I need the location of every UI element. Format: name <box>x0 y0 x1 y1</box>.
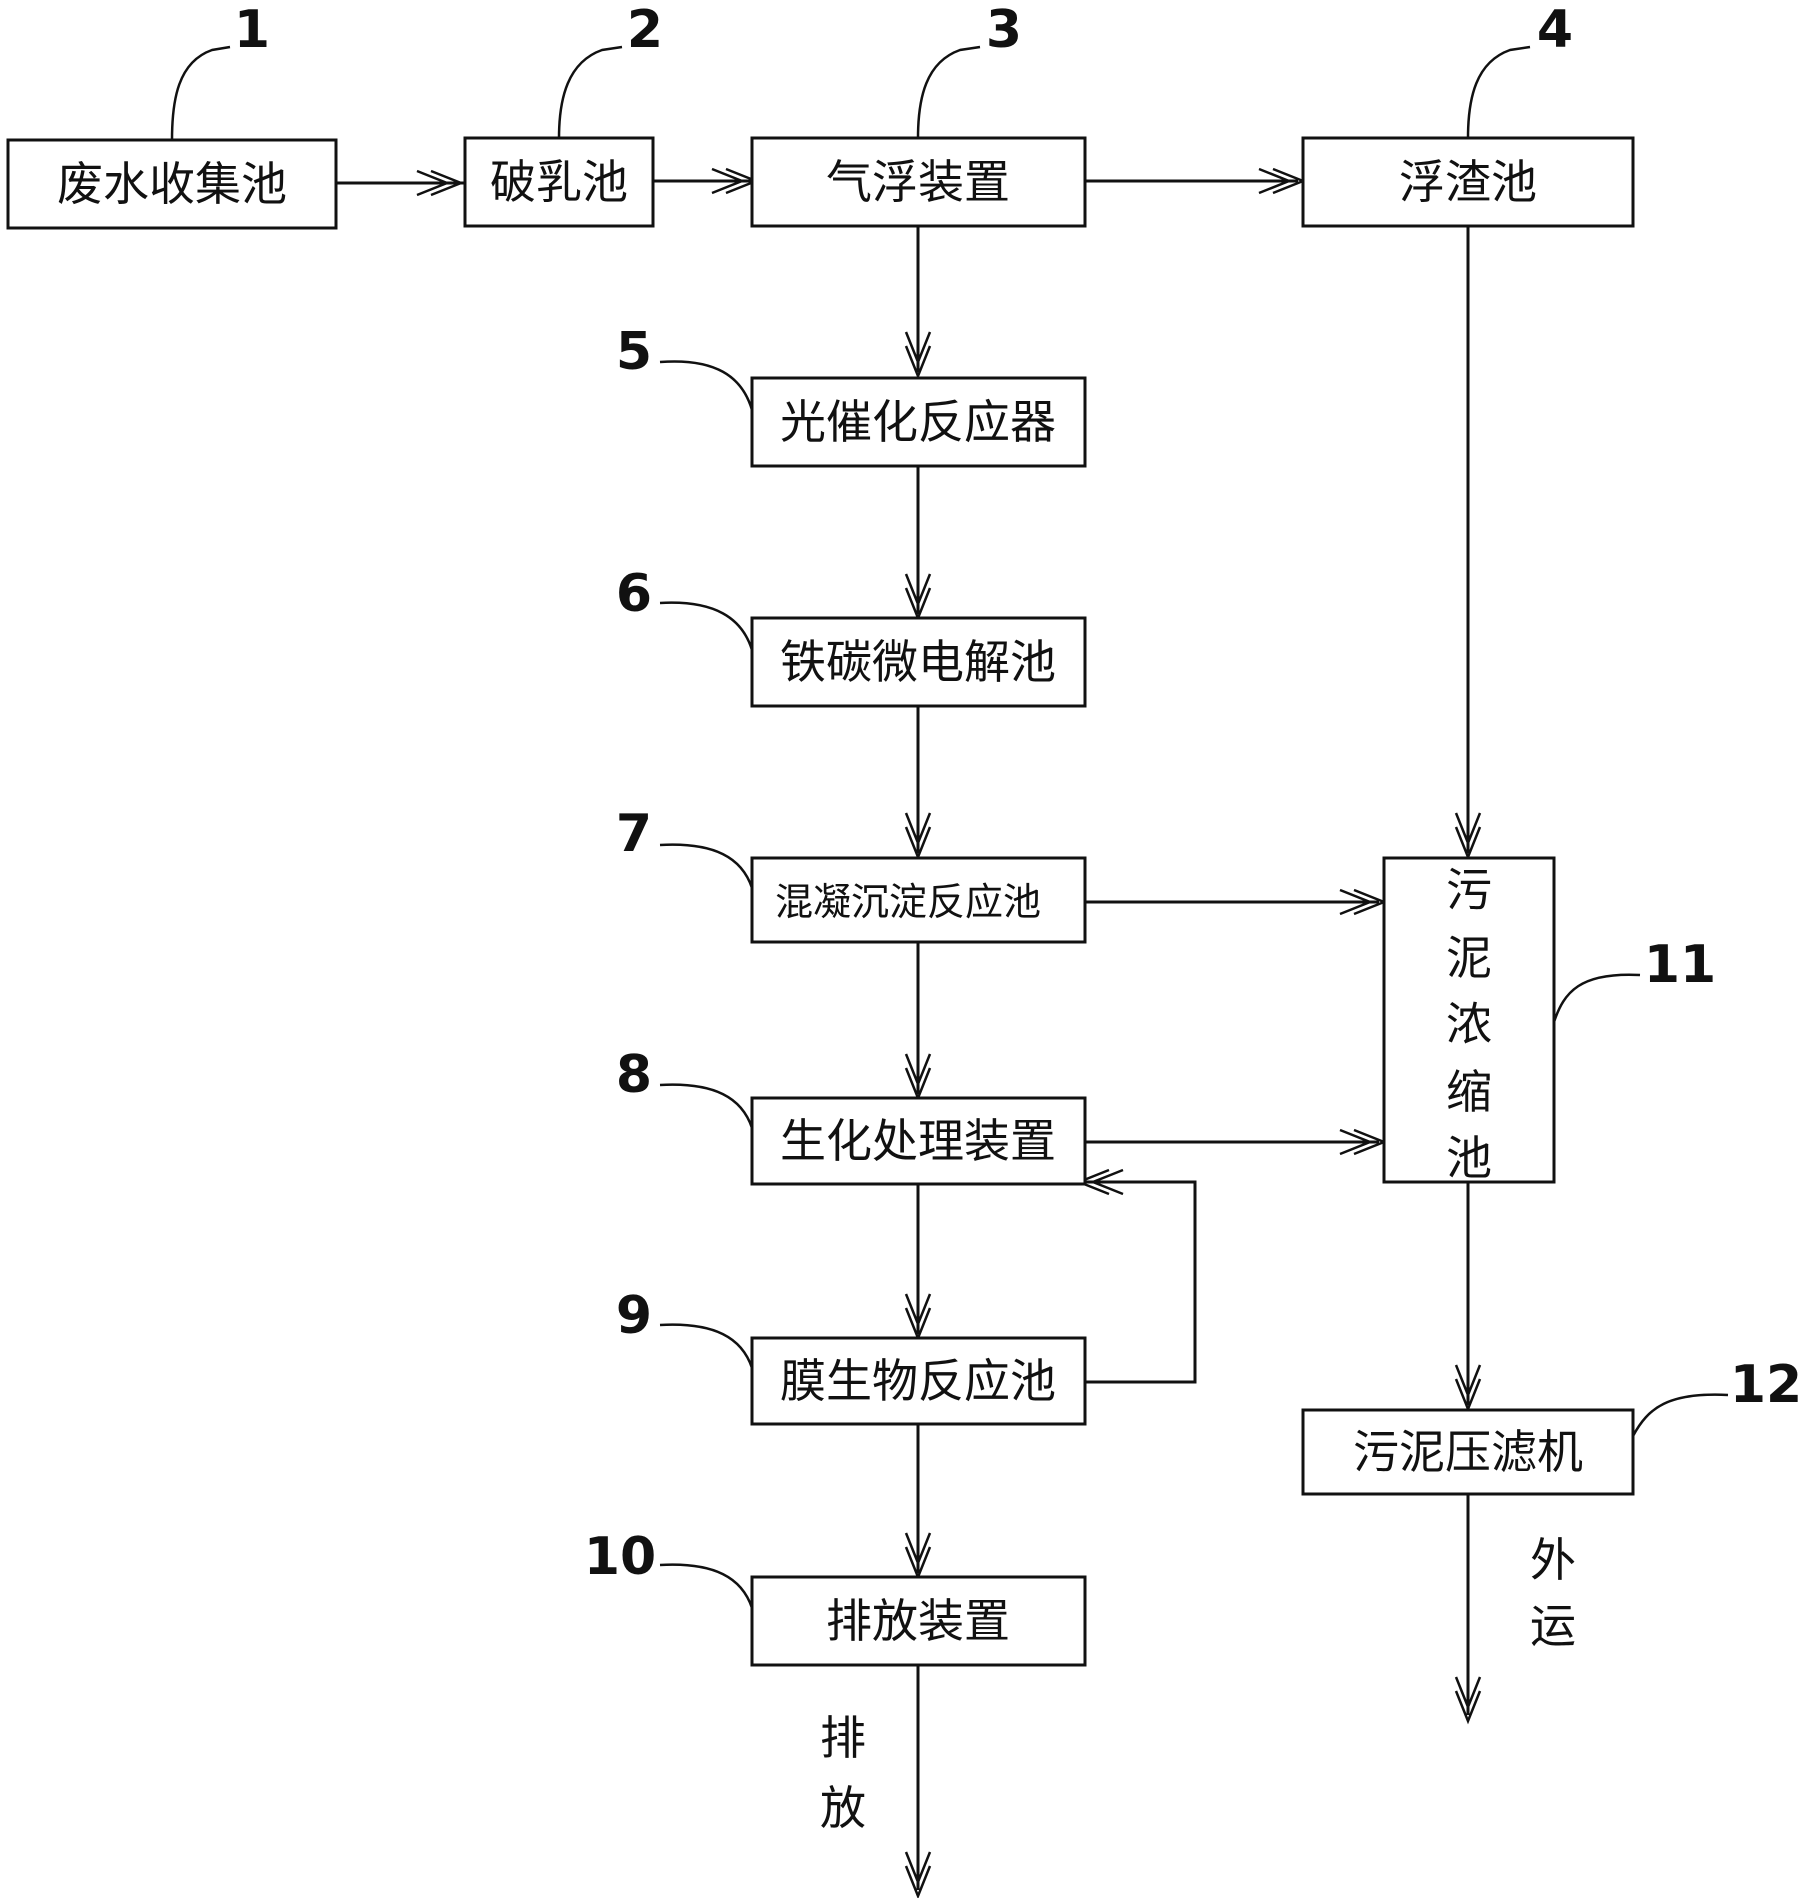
ref-number: 3 <box>986 0 1022 60</box>
box-label: 膜生物反应池 <box>780 1354 1056 1408</box>
box-label: 生化处理装置 <box>780 1114 1056 1168</box>
box-label-char: 缩 <box>1446 1065 1492 1119</box>
box-membrane-bioreactor: 膜生物反应池 <box>750 1336 1087 1426</box>
arrow-down-icon <box>904 331 932 380</box>
box-label: 光催化反应器 <box>780 395 1056 449</box>
box-air-flotation: 气浮装置 <box>750 136 1087 228</box>
ref-number: 7 <box>616 804 652 864</box>
box-sludge-filter-press: 污泥压滤机 <box>1301 1408 1635 1496</box>
ref-number: 10 <box>584 1527 656 1587</box>
output-label-char: 放 <box>820 1781 866 1835</box>
box-label: 浮渣池 <box>1399 155 1537 209</box>
output-label-char: 外 <box>1530 1533 1576 1587</box>
leader-lines <box>170 45 1729 1609</box>
output-label-char: 排 <box>820 1711 866 1765</box>
ref-number: 1 <box>234 0 270 60</box>
arrow-right-icon <box>416 169 465 197</box>
box-label-char: 浓 <box>1446 997 1492 1051</box>
box-coagulation-sedimentation: 混凝沉淀反应池 <box>750 856 1087 944</box>
box-label: 气浮装置 <box>826 155 1010 209</box>
box-label: 铁碳微电解池 <box>780 635 1056 689</box>
ref-number: 2 <box>627 0 663 60</box>
box-label: 污泥压滤机 <box>1353 1425 1583 1479</box>
ref-number: 9 <box>616 1286 652 1346</box>
ref-number: 12 <box>1730 1355 1802 1415</box>
output-transport-label: 外 运 <box>1530 1533 1576 1653</box>
arrow-down-icon <box>1454 1676 1482 1725</box>
box-label: 破乳池 <box>490 155 628 209</box>
box-label-char: 污 <box>1446 863 1492 917</box>
output-discharge-label: 排 放 <box>820 1711 866 1835</box>
ref-number: 4 <box>1537 0 1573 60</box>
arrow-down-icon <box>904 1851 932 1898</box>
box-discharge-device: 排放装置 <box>750 1575 1087 1667</box>
box-biochemical-treatment: 生化处理装置 <box>750 1096 1087 1186</box>
box-sludge-thickening: 污 泥 浓 缩 池 <box>1382 856 1556 1185</box>
box-label: 混凝沉淀反应池 <box>775 880 1041 924</box>
box-photocatalytic-reactor: 光催化反应器 <box>750 376 1087 468</box>
box-iron-carbon-microelectrolysis: 铁碳微电解池 <box>750 616 1087 708</box>
box-label: 废水收集池 <box>57 157 287 211</box>
ref-number: 6 <box>616 564 652 624</box>
arrowheads <box>416 167 1482 1898</box>
ref-number: 11 <box>1644 935 1716 995</box>
ref-number: 5 <box>616 322 652 382</box>
connectors <box>336 179 1470 1890</box>
box-label: 排放装置 <box>826 1594 1010 1648</box>
box-label-char: 泥 <box>1446 931 1492 985</box>
box-scum-tank: 浮渣池 <box>1301 136 1635 228</box>
box-label-char: 池 <box>1446 1131 1492 1185</box>
box-demulsification: 破乳池 <box>463 136 655 228</box>
reference-numbers: 1 2 3 4 5 6 7 8 9 10 11 12 <box>234 0 1802 1587</box>
output-label-char: 运 <box>1530 1599 1576 1653</box>
box-wastewater-collection: 废水收集池 <box>6 138 338 230</box>
ref-number: 8 <box>616 1045 652 1105</box>
